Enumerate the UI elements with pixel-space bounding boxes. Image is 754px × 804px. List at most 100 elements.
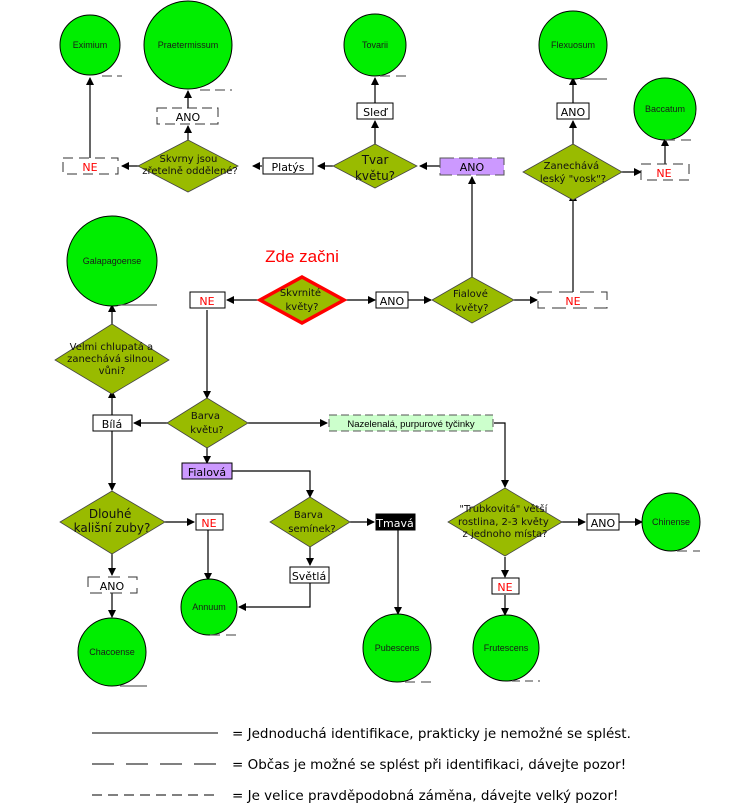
question-line: rostlina, 2-3 květy: [458, 516, 549, 528]
answer-no-baccatum: NE: [640, 163, 690, 181]
leaf-pubescens: Pubescens: [362, 613, 432, 683]
question-line: Dlouhé: [89, 507, 132, 521]
answer-no-frutescens: NE: [491, 577, 520, 595]
leaf-label: Chinense: [652, 517, 690, 527]
question-text: Fialové květy?: [453, 288, 491, 314]
question-flower-shape: Tvar květu?: [332, 143, 418, 189]
answer-label: NE: [82, 161, 97, 174]
leaf-label: Tovarii: [362, 40, 388, 50]
leaf-chacoense: Chacoense: [77, 617, 147, 687]
leaf-label: Eximium: [73, 40, 108, 50]
answer-label: Nazelenalá, purpurové tyčinky: [347, 419, 475, 430]
edge-greenish-tubular: [494, 422, 509, 488]
answer-greenish: Nazelenalá, purpurové tyčinky: [328, 414, 494, 432]
leaf-frutescens: Frutescens: [472, 614, 540, 682]
question-text: Dlouhé kališní zuby?: [74, 507, 151, 535]
leaf-tovarii: Tovarii: [343, 13, 407, 77]
leaf-baccatum: Baccatum: [633, 77, 697, 141]
question-line: květy?: [285, 301, 318, 313]
question-violet-flowers: Fialové květy?: [431, 276, 515, 324]
answer-row: Sleď: [356, 102, 394, 120]
question-spots-separated: Skvrny jsou zřetelně oddělené?: [137, 139, 239, 193]
certainty-marks: [102, 75, 700, 687]
question-seed-color: Barva semínek?: [269, 496, 351, 548]
question-line: Tvar: [361, 153, 389, 167]
answer-label: NE: [497, 581, 512, 594]
question-line: květy?: [455, 302, 488, 314]
question-long-teeth: Dlouhé kališní zuby?: [59, 490, 166, 555]
question-line: Zanechává: [544, 160, 599, 172]
leaf-label: Frutescens: [484, 643, 529, 653]
answer-plate: Platýs: [262, 157, 314, 175]
leaf-label: Galapagoense: [83, 256, 142, 266]
question-line: semínek?: [288, 523, 335, 535]
answer-label: Světlá: [292, 570, 326, 583]
connectors: [86, 77, 669, 618]
question-text: Skvrnité květy?: [280, 287, 324, 313]
question-line: leský "vosk"?: [540, 173, 606, 185]
leaf-praetermissum: Praetermissum: [143, 0, 233, 90]
question-line: zanechává silnou: [67, 353, 154, 365]
question-waxy: Zanechává leský "vosk"?: [522, 143, 623, 201]
leaf-label: Annuum: [192, 602, 226, 612]
leaf-flexuosum: Flexuosum: [538, 10, 608, 80]
answer-yes-violet: ANO: [439, 157, 505, 176]
answer-dark: Tmavá: [375, 513, 416, 531]
answer-no-teeth: NE: [195, 513, 224, 531]
leaf-label: Flexuosum: [551, 40, 595, 50]
answer-yes-flexuosum: ANO: [556, 102, 590, 120]
question-text: Tvar květu?: [355, 153, 395, 183]
answer-label: Fialová: [188, 466, 226, 479]
question-tubular: "Trubkovitá" větší rostlina, 2-3 květy z…: [447, 487, 563, 557]
legend-item-solid: = Jednoduchá identifikace, prakticky je …: [92, 726, 631, 742]
answer-white: Bílá: [92, 414, 133, 432]
legend-text: = Je velice pravděpodobná záměna, dávejt…: [232, 788, 618, 804]
answer-yes-chacoense: ANO: [87, 576, 138, 594]
answer-label: Sleď: [363, 106, 389, 119]
answer-yes-praetermissum: ANO: [156, 107, 219, 125]
answer-violet: Fialová: [181, 462, 233, 480]
legend: = Jednoduchá identifikace, prakticky je …: [92, 726, 631, 804]
question-text: "Trubkovitá" větší rostlina, 2-3 květy z…: [458, 503, 552, 540]
legend-item-long-dash: = Občas je možné se splést při identifik…: [92, 757, 626, 773]
question-text: Velmi chlupatá a zanechává silnou vůni?: [67, 341, 157, 377]
answer-light: Světlá: [289, 566, 330, 584]
answer-label: Bílá: [102, 418, 122, 431]
edge-light-annuum: [238, 583, 311, 611]
question-line: Barva: [294, 510, 323, 521]
answer-label: NE: [565, 295, 580, 308]
leaf-eximium: Eximium: [59, 14, 121, 76]
answer-yes-chinense: ANO: [586, 513, 620, 531]
leaf-label: Praetermissum: [158, 40, 219, 50]
question-line: Skvrny jsou: [159, 154, 217, 165]
question-text: Skvrny jsou zřetelně oddělené?: [142, 154, 238, 177]
question-line: kališní zuby?: [74, 521, 151, 535]
start-label: Zde začni: [265, 247, 339, 266]
question-line: "Trubkovitá" větší: [459, 503, 548, 515]
answer-label: ANO: [561, 106, 586, 119]
answer-no-start: NE: [189, 291, 226, 309]
leaf-galapagoense: Galapagoense: [66, 215, 158, 307]
question-line: květu?: [190, 424, 223, 436]
question-line: zřetelně oddělené?: [142, 165, 238, 177]
answer-label: ANO: [176, 111, 201, 124]
legend-text: = Jednoduchá identifikace, prakticky je …: [232, 726, 631, 742]
leaf-annuum: Annuum: [180, 578, 238, 636]
answer-label: NE: [201, 517, 216, 530]
leaf-label: Pubescens: [375, 643, 420, 653]
legend-item-short-dash: = Je velice pravděpodobná záměna, dávejt…: [92, 788, 618, 804]
answer-label: NE: [656, 167, 671, 180]
legend-text: = Občas je možné se splést při identifik…: [232, 757, 626, 773]
question-line: květu?: [355, 169, 395, 183]
answer-label: ANO: [380, 295, 405, 308]
question-line: vůni?: [99, 365, 126, 377]
question-text: Zanechává leský "vosk"?: [540, 160, 606, 185]
answer-label: Platýs: [272, 161, 305, 174]
question-line: Skvrnité: [280, 287, 321, 299]
edge-violet-seedcolor: [232, 470, 314, 498]
question-line: z jednoho místa?: [463, 528, 548, 540]
question-text: Barva květu?: [190, 411, 223, 436]
answer-label: Tmavá: [375, 517, 413, 530]
leaf-chinense: Chinense: [641, 492, 701, 552]
